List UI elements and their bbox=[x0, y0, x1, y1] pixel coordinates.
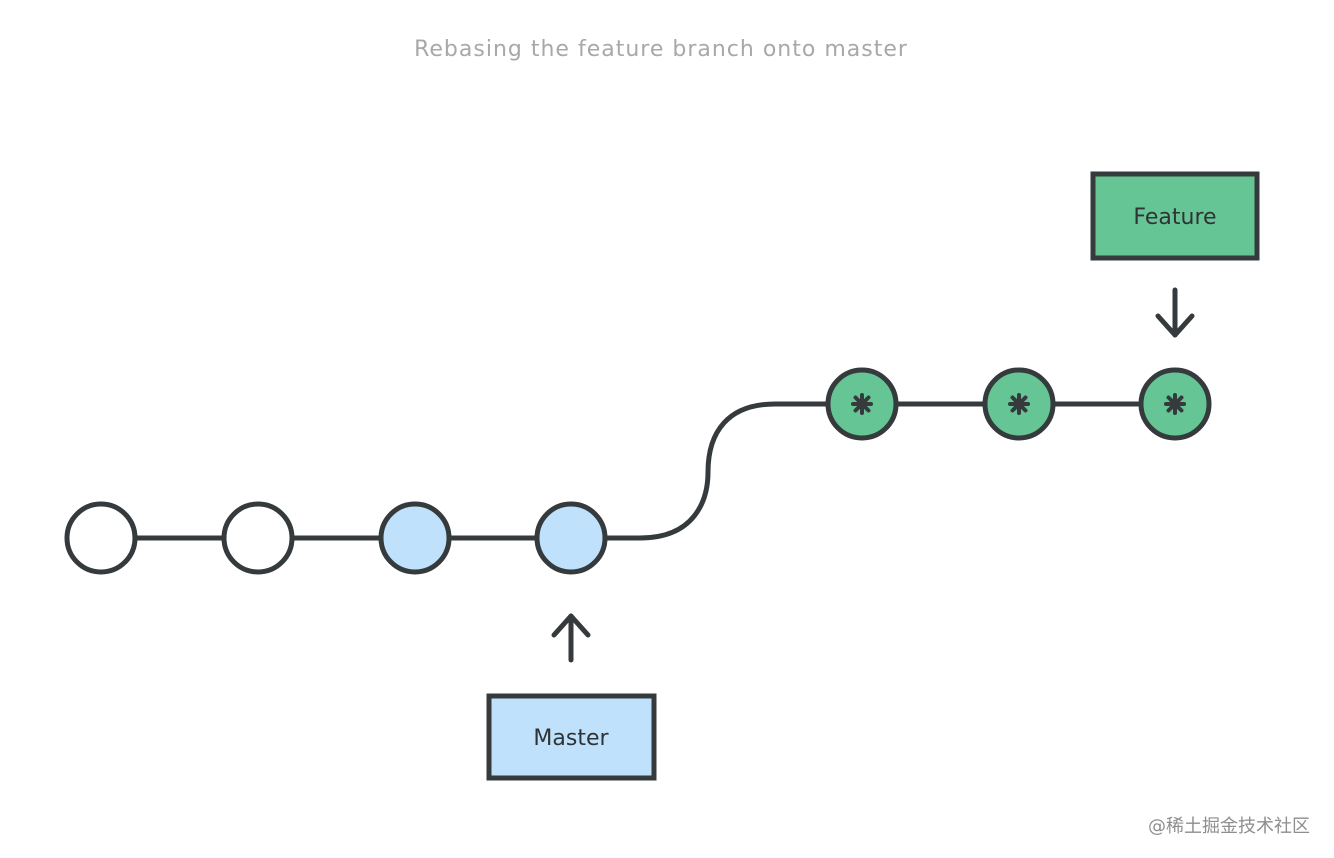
commit-node-feature bbox=[1138, 367, 1212, 441]
commit-node-feature bbox=[982, 367, 1056, 441]
master-pointer-arrow-icon bbox=[551, 613, 591, 663]
master-branch-label: Master bbox=[486, 693, 657, 781]
commit-node-master bbox=[534, 501, 608, 575]
feature-branch-label: Feature bbox=[1090, 171, 1260, 261]
commit-node-master bbox=[378, 501, 452, 575]
watermark: @稀土掘金技术社区 bbox=[1148, 816, 1310, 837]
rebased-asterisk-icon bbox=[851, 393, 873, 415]
rebase-curve bbox=[607, 401, 828, 541]
feature-pointer-arrow-icon bbox=[1155, 287, 1195, 338]
commit-node-base bbox=[221, 501, 295, 575]
commit-node-feature bbox=[825, 367, 899, 441]
rebased-asterisk-icon bbox=[1164, 393, 1186, 415]
commit-node-base bbox=[64, 501, 138, 575]
rebased-asterisk-icon bbox=[1008, 393, 1030, 415]
diagram-title: Rebasing the feature branch onto master bbox=[414, 37, 908, 62]
master-label-text: Master bbox=[533, 726, 609, 751]
commit-connectors bbox=[136, 401, 1140, 541]
feature-label-text: Feature bbox=[1133, 205, 1216, 230]
